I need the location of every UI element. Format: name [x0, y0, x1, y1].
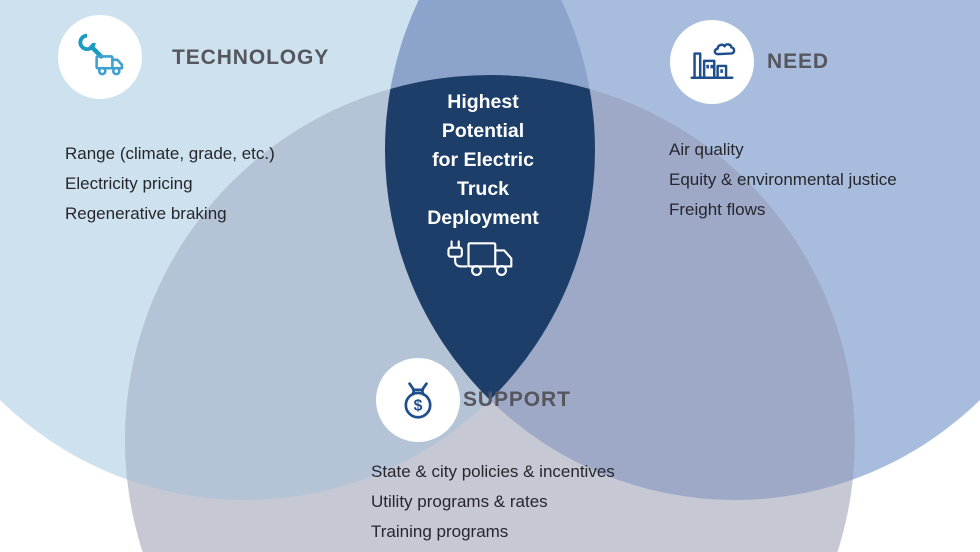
support-icon-badge: $ [376, 358, 460, 442]
truck-cargo [467, 242, 497, 268]
plug-cord [454, 255, 468, 268]
factory-cloud-icon [690, 43, 736, 79]
need-item: Air quality [669, 140, 744, 159]
building-icon [702, 59, 716, 79]
building-windows [706, 64, 723, 73]
need-list: Air quality Equity & environmental justi… [669, 139, 897, 229]
center-label-line: for Electric [432, 149, 534, 171]
need-item: Equity & environmental justice [669, 170, 897, 189]
cloud-icon [713, 43, 736, 56]
technology-item: Electricity pricing [65, 174, 193, 193]
technology-heading: TECHNOLOGY [172, 46, 330, 69]
support-item: State & city policies & incentives [371, 462, 615, 481]
center-label-line: Highest [447, 91, 519, 113]
support-item: Training programs [371, 522, 509, 541]
need-item: Freight flows [669, 200, 766, 219]
dollar-sign: $ [414, 398, 423, 415]
truck-cab [494, 249, 513, 268]
truck-wheel [495, 264, 508, 276]
technology-item: Regenerative braking [65, 204, 227, 223]
smokestack-icon [693, 52, 702, 79]
support-item: Utility programs & rates [371, 492, 548, 511]
center-label-line: Deployment [427, 207, 539, 229]
technology-item: Range (climate, grade, etc.) [65, 144, 275, 163]
building-icon [716, 64, 728, 79]
support-heading: SUPPORT [463, 388, 571, 411]
bag-ribbon [408, 382, 428, 391]
need-heading: NEED [767, 50, 829, 73]
technology-icon-badge [58, 15, 142, 99]
bag-body [404, 391, 432, 419]
electric-truck-icon [440, 236, 522, 288]
truck-wheel [471, 264, 483, 276]
technology-list: Range (climate, grade, etc.) Electricity… [65, 143, 275, 233]
wrench-icon [78, 31, 104, 59]
money-bag-icon: $ [404, 382, 432, 419]
wrench-truck-icon [78, 31, 124, 76]
support-list: State & city policies & incentives Utili… [371, 461, 615, 551]
small-truck-icon [95, 55, 124, 76]
bag-neck [411, 389, 425, 396]
plug-body [447, 246, 463, 258]
center-label: Highest Potential for Electric Truck Dep… [396, 88, 570, 233]
center-label-line: Truck [456, 178, 510, 200]
center-label-line: Potential [441, 120, 525, 142]
need-icon-badge [670, 20, 754, 104]
